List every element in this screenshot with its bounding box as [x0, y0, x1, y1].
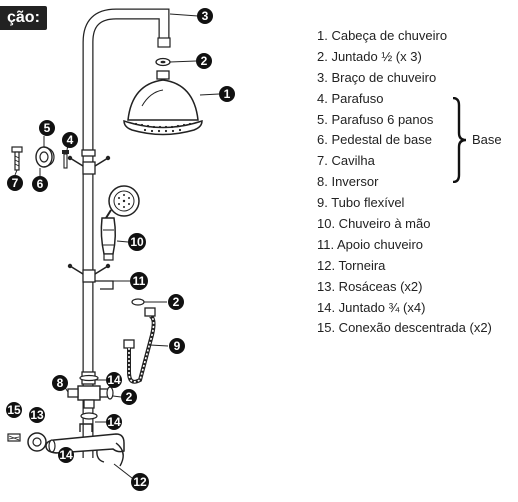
shower-exploded-diagram: 3 2 1 5 4 7 6 10 11 2 9 8 14 2 14 15 13 …	[6, 8, 235, 491]
parts-list-item: 1. Cabeça de chuveiro	[317, 28, 448, 43]
marker-2-middle: 2	[168, 294, 184, 310]
base-group-brace	[452, 97, 467, 183]
svg-text:13: 13	[30, 408, 44, 422]
base-group-label: Base	[472, 132, 502, 147]
marker-7: 7	[7, 175, 23, 191]
svg-text:3: 3	[202, 9, 209, 23]
eccentric-connector	[7, 433, 21, 442]
rosette	[27, 432, 47, 452]
svg-text:8: 8	[57, 376, 64, 390]
svg-text:10: 10	[130, 235, 144, 249]
parts-list-item: 14. Juntado ¾ (x4)	[317, 299, 426, 315]
parts-list-item: 13. Rosáceas (x2)	[317, 278, 423, 294]
parts-list-item: 2. Juntado ½ (x 3)	[317, 48, 422, 64]
hand-shower-holder	[67, 263, 114, 290]
riser-upper-bracket	[67, 155, 111, 175]
marker-11: 11	[130, 272, 148, 290]
flexible-hose	[123, 298, 156, 384]
svg-text:7: 7	[12, 176, 19, 190]
svg-text:14: 14	[107, 373, 121, 387]
parts-list-item: 7. Cavilha	[317, 153, 375, 169]
section-title: ção:	[0, 6, 47, 30]
marker-8: 8	[52, 375, 68, 391]
svg-text:9: 9	[174, 339, 181, 353]
hand-shower	[100, 185, 140, 261]
marker-14-lower: 14	[106, 414, 122, 430]
parts-list-item: 15. Conexão descentrada (x2)	[317, 320, 492, 336]
marker-9: 9	[169, 338, 185, 354]
marker-6: 6	[32, 176, 48, 192]
svg-text:2: 2	[173, 295, 180, 309]
parts-list-item: 9. Tubo flexível	[317, 195, 405, 211]
marker-12: 12	[131, 473, 149, 491]
marker-10: 10	[128, 233, 146, 251]
svg-text:6: 6	[37, 177, 44, 191]
svg-text:2: 2	[201, 54, 208, 68]
parts-list: 1. Cabeça de chuveiro 2. Juntado ½ (x 3)…	[317, 26, 492, 339]
marker-13: 13	[29, 407, 45, 423]
svg-text:12: 12	[133, 475, 147, 489]
svg-text:11: 11	[133, 274, 146, 288]
marker-2-bottom: 2	[121, 389, 137, 405]
parts-list-item: 3. Braço de chuveiro	[317, 69, 437, 85]
marker-4: 4	[62, 132, 78, 148]
parts-list-item: 6. Pedestal de base	[317, 132, 432, 148]
marker-3: 3	[197, 8, 213, 24]
svg-text:1: 1	[224, 87, 231, 101]
marker-1: 1	[219, 86, 235, 102]
base-screw-part	[62, 150, 69, 169]
marker-5: 5	[39, 120, 55, 136]
parts-list-item: 5. Parafuso 6 panos	[317, 111, 434, 127]
parts-list-item: 11. Apoio chuveiro	[317, 236, 423, 252]
parts-list-item: 8. Inversor	[317, 174, 379, 190]
svg-text:14: 14	[107, 415, 121, 429]
washer-three-quarter	[48, 439, 56, 453]
svg-text:4: 4	[67, 133, 74, 147]
svg-text:14: 14	[59, 448, 73, 462]
marker-14-upper: 14	[106, 372, 122, 388]
base-bolt-part	[11, 146, 23, 171]
parts-list-item: 4. Parafuso	[317, 90, 384, 106]
marker-2-top: 2	[196, 53, 212, 69]
base-pedestal-part	[35, 146, 55, 168]
shower-head	[123, 70, 203, 136]
svg-text:2: 2	[126, 390, 133, 404]
svg-text:5: 5	[44, 121, 51, 135]
svg-text:15: 15	[7, 403, 21, 417]
parts-list-item: 10. Chuveiro à mão	[317, 216, 431, 232]
diverter-assembly	[67, 371, 111, 420]
marker-15: 15	[6, 402, 22, 418]
parts-list-item: 12. Torneira	[317, 257, 386, 273]
marker-14-left: 14	[58, 447, 74, 463]
